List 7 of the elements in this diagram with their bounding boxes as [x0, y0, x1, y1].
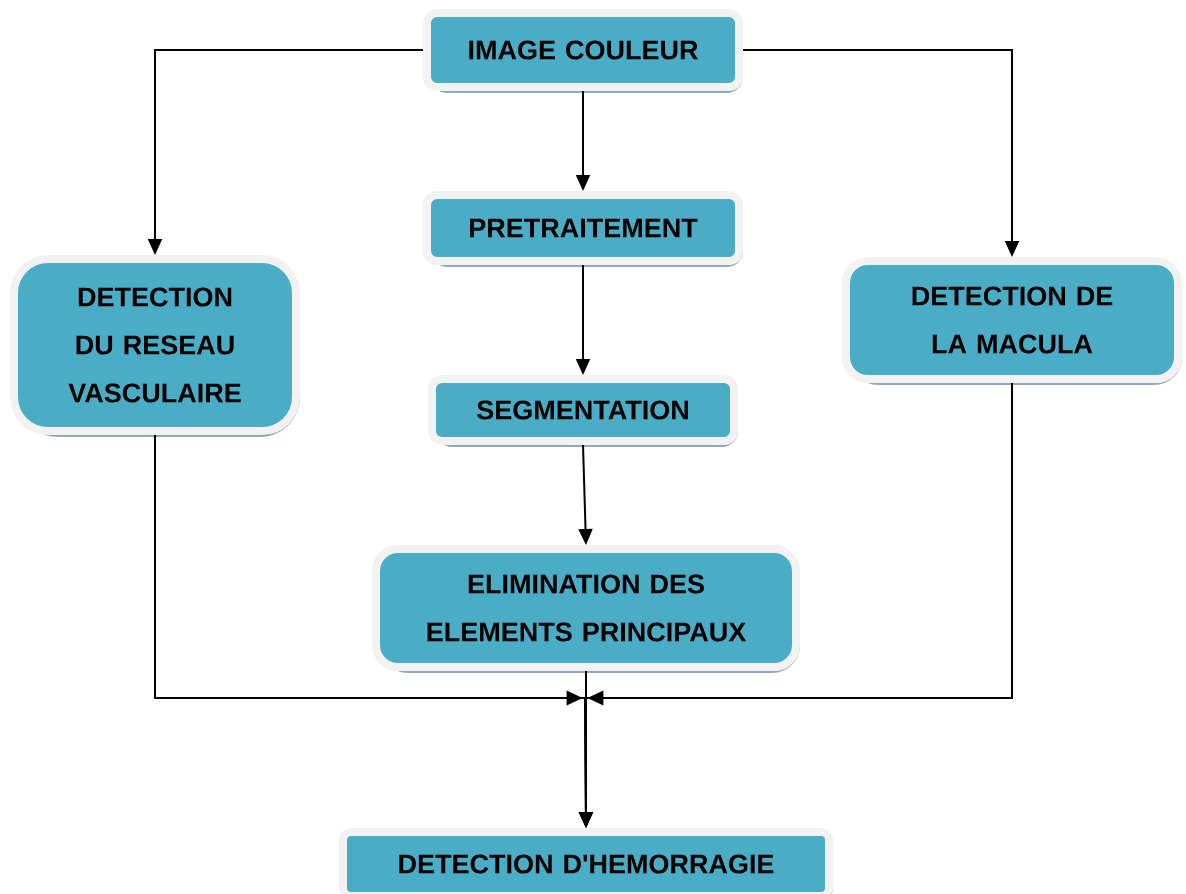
process-box: DETECTION D'HEMORRAGIE	[339, 828, 833, 894]
process-box: IMAGE COULEUR	[423, 9, 743, 93]
process-box: DETECTION DU RESEAU VASCULAIRE	[10, 255, 300, 437]
process-box: ELIMINATION DES ELEMENTS PRINCIPAUX	[372, 545, 800, 673]
process-box: DETECTION DE LA MACULA	[842, 257, 1182, 385]
process-box: PRETRAITEMENT	[423, 191, 743, 267]
process-box: SEGMENTATION	[428, 375, 738, 447]
